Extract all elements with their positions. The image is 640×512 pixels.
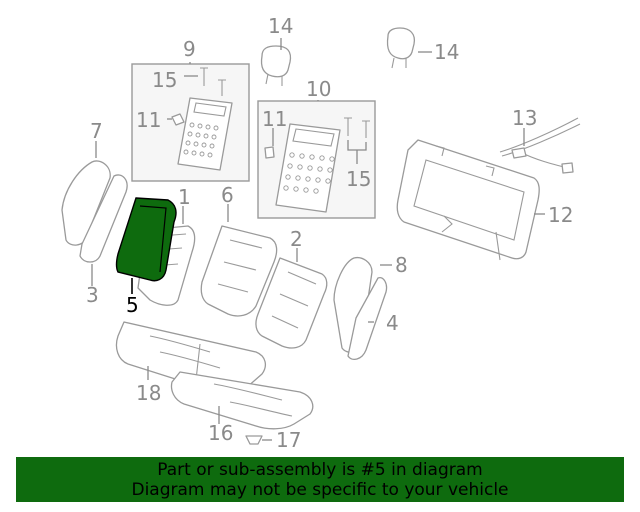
part-17-clip bbox=[245, 435, 263, 445]
callout-14-left: 14 bbox=[268, 14, 293, 38]
parts-diagram: 1 2 3 4 5 6 7 8 9 10 11 11 12 13 14 14 1… bbox=[61, 14, 581, 452]
inset-box-9 bbox=[131, 63, 250, 182]
callout-7: 7 bbox=[90, 119, 103, 143]
callout-16: 16 bbox=[208, 421, 233, 445]
callout-5: 5 bbox=[126, 293, 139, 317]
banner-line-1: Part or sub-assembly is #5 in diagram bbox=[157, 460, 483, 480]
part-7-shape bbox=[61, 160, 111, 246]
inset-box-10 bbox=[257, 100, 376, 219]
callout-11-right: 11 bbox=[262, 107, 287, 131]
part-12-frame bbox=[396, 139, 540, 261]
part-14-headrest-left bbox=[260, 45, 292, 78]
part-info-banner: Part or sub-assembly is #5 in diagram Di… bbox=[16, 457, 624, 502]
callout-3: 3 bbox=[86, 283, 99, 307]
callout-labels: 1 2 3 4 5 6 7 8 9 10 11 11 12 13 14 14 1… bbox=[86, 14, 573, 452]
part-14-headrest-right bbox=[386, 27, 416, 60]
part-16-cushion bbox=[170, 371, 314, 430]
callout-14-right: 14 bbox=[434, 40, 459, 64]
callout-15-right: 15 bbox=[346, 167, 371, 191]
callout-18: 18 bbox=[136, 381, 161, 405]
callout-17: 17 bbox=[276, 428, 301, 452]
callout-4: 4 bbox=[386, 311, 399, 335]
callout-12: 12 bbox=[548, 203, 573, 227]
callout-10: 10 bbox=[306, 77, 331, 101]
leader-lines bbox=[91, 38, 545, 441]
part-3-shape bbox=[79, 174, 128, 263]
part-13-harness bbox=[499, 117, 581, 174]
part-4-shape bbox=[347, 277, 388, 361]
callout-15-left: 15 bbox=[152, 68, 177, 92]
callout-1: 1 bbox=[178, 185, 191, 209]
callout-9: 9 bbox=[183, 37, 196, 61]
callout-8: 8 bbox=[395, 253, 408, 277]
part-6-shape bbox=[200, 225, 278, 317]
callout-2: 2 bbox=[290, 227, 303, 251]
callout-13: 13 bbox=[512, 106, 537, 130]
callout-6: 6 bbox=[221, 183, 234, 207]
banner-line-2: Diagram may not be specific to your vehi… bbox=[131, 480, 509, 500]
callout-11-left: 11 bbox=[136, 108, 161, 132]
